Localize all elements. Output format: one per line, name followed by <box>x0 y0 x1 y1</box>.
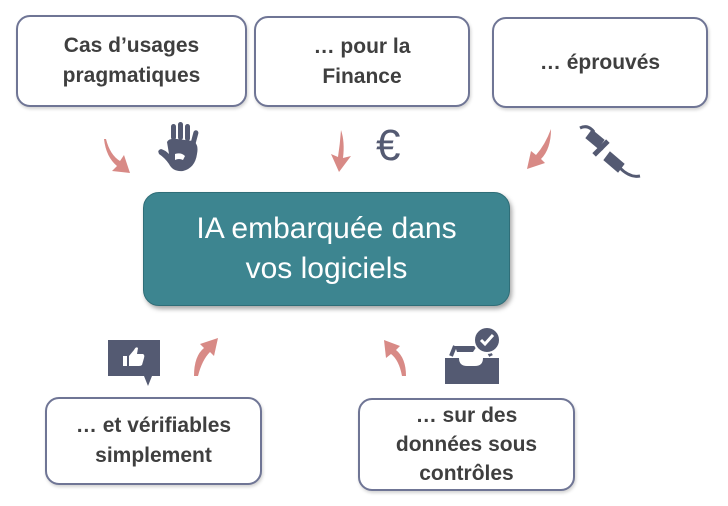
central-node-embedded-ai: IA embarquée dans vos logiciels <box>143 192 510 306</box>
inbox-check-icon <box>445 326 501 384</box>
box-label: … sur des données sous contrôles <box>395 404 538 485</box>
thumbs-up-speech-icon <box>108 340 160 386</box>
plug-icon <box>579 125 641 178</box>
box-label: … éprouvés <box>539 50 661 74</box>
box-easily-verifiable: … et vérifiables simplement <box>45 397 262 485</box>
arrow-down-right-icon <box>104 139 130 173</box>
box-for-finance: … pour la Finance <box>254 16 470 107</box>
box-controlled-data: … sur des données sous contrôles <box>358 398 575 491</box>
box-label: Cas d’usages pragmatiques <box>62 34 201 87</box>
box-proven: … éprouvés <box>492 17 708 108</box>
arrow-down-left-icon <box>527 129 551 169</box>
arrow-up-left-icon <box>384 340 406 376</box>
arrow-down-icon <box>331 130 351 172</box>
box-label: … pour la Finance <box>313 34 411 88</box>
box-label: … et vérifiables simplement <box>75 414 232 467</box>
hand-icon <box>158 122 199 172</box>
box-pragmatic-use-cases: Cas d’usages pragmatiques <box>16 15 247 107</box>
central-node-label: IA embarquée dans vos logiciels <box>196 212 457 285</box>
arrow-up-right-icon <box>194 338 218 376</box>
euro-icon: € <box>376 121 401 170</box>
